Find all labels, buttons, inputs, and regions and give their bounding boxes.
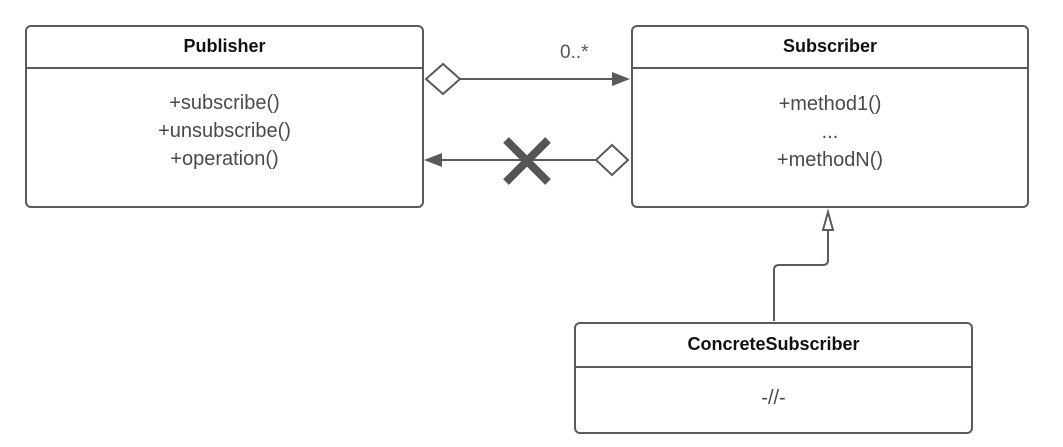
method-methodN: +methodN() [776, 149, 884, 171]
class-methods: +method1() ... +methodN() [633, 69, 1027, 174]
aggregation-subscriber-to-publisher-forbidden [424, 137, 630, 185]
subscriber-class[interactable]: Subscriber +method1() ... +methodN() [631, 25, 1029, 208]
aggregation-diamond-icon [424, 62, 462, 96]
method-ellipsis: ... [821, 121, 839, 143]
concrete-subscriber-class[interactable]: ConcreteSubscriber -//- [574, 322, 973, 434]
body-placeholder: -//- [761, 387, 786, 409]
aggregation-diamond-icon [594, 143, 630, 177]
multiplicity-label: 0..* [560, 42, 589, 63]
method-unsubscribe: +unsubscribe() [158, 120, 291, 142]
arrowhead-icon [424, 153, 442, 167]
inheritance-line [773, 230, 829, 321]
arrowhead-icon [612, 72, 630, 86]
aggregation-publisher-to-subscriber [424, 62, 630, 96]
class-name: Publisher [27, 27, 422, 69]
method-operation: +operation() [170, 148, 279, 170]
class-name: ConcreteSubscriber [576, 324, 971, 368]
cross-icon [503, 137, 551, 185]
class-body: -//- [576, 368, 971, 412]
publisher-class[interactable]: Publisher +subscribe() +unsubscribe() +o… [25, 25, 424, 208]
method-subscribe: +subscribe() [169, 92, 280, 114]
class-name: Subscriber [633, 27, 1027, 69]
class-methods: +subscribe() +unsubscribe() +operation() [27, 69, 422, 173]
generalization-concrete-to-subscriber [773, 208, 835, 321]
inheritance-triangle-icon [821, 208, 835, 231]
method-method1: +method1() [778, 93, 882, 115]
